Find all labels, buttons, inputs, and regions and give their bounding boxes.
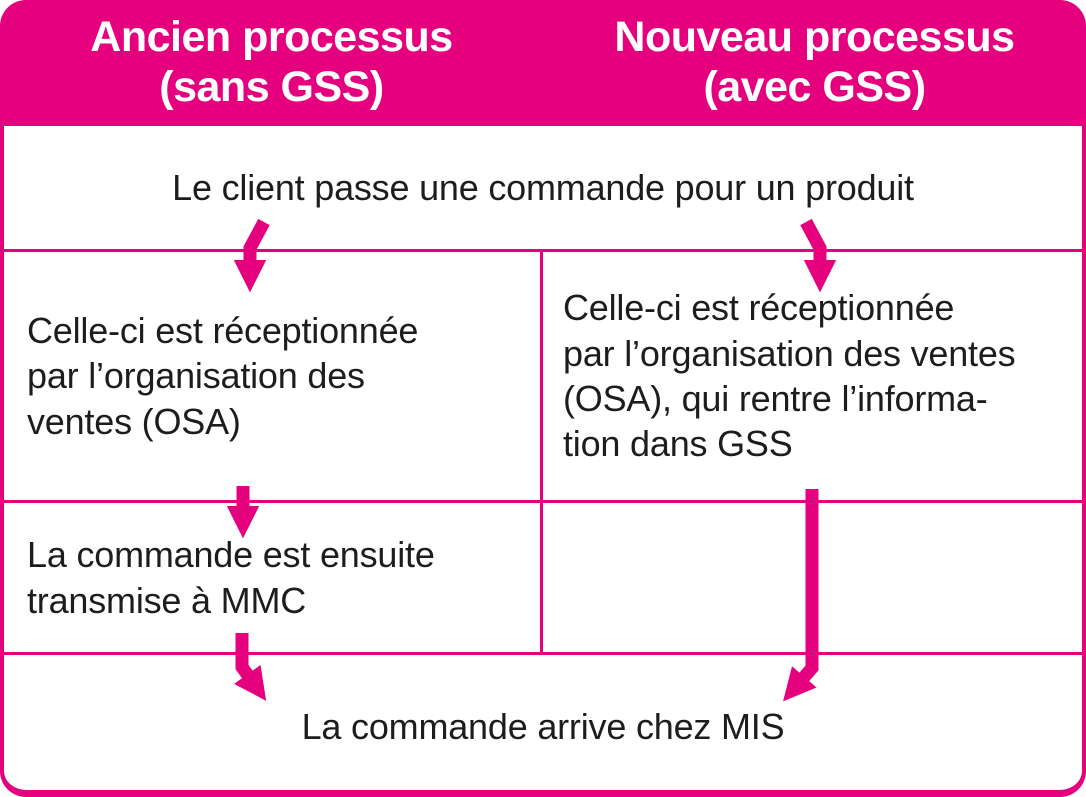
step-new-reception: Celle-ci est réceptionnée par l’organisa… — [563, 287, 1016, 465]
row-reception: Celle-ci est réceptionnée par l’organisa… — [4, 252, 1082, 503]
step-old-transmission: La commande est ensuite transmise à MMC — [27, 534, 435, 621]
row-order-placed: Le client passe une commande pour un pro… — [4, 126, 1082, 252]
step-arrival: La commande arrive chez MIS — [301, 705, 785, 747]
table-header: Ancien processus (sans GSS) Nouveau proc… — [0, 0, 1086, 126]
row-transmission: La commande est ensuite transmise à MMC — [4, 503, 1082, 655]
empty-cell-new-transmission — [543, 503, 1079, 652]
header-old-process: Ancien processus (sans GSS) — [90, 13, 453, 111]
step-order-placed: Le client passe une commande pour un pro… — [172, 166, 914, 208]
row-arrival: La commande arrive chez MIS — [4, 655, 1082, 790]
table-body: Le client passe une commande pour un pro… — [0, 126, 1086, 797]
header-new-process: Nouveau processus (avec GSS) — [614, 13, 1015, 111]
step-old-reception: Celle-ci est réceptionnée par l’organisa… — [27, 309, 419, 442]
